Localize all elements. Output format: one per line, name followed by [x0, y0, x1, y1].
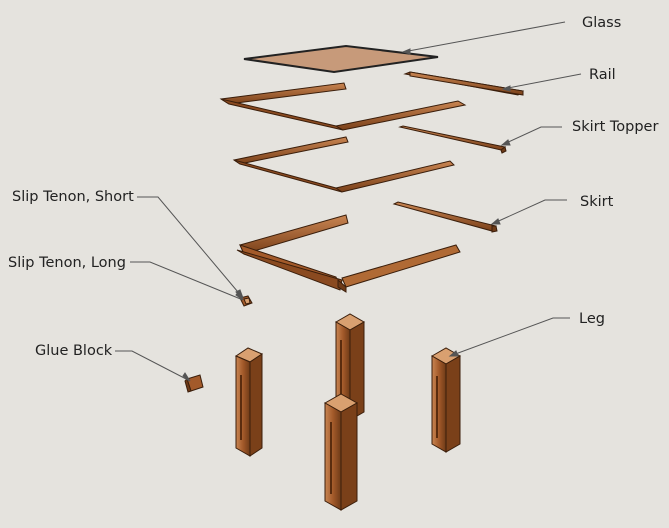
rail-front — [219, 82, 467, 131]
rail-back — [403, 71, 525, 96]
leader-glue-block-arrow — [182, 372, 191, 382]
leg-right — [430, 347, 462, 453]
skirt-back — [392, 201, 498, 233]
label-slip-tenon-long: Slip Tenon, Long — [8, 255, 126, 271]
leader-leg-arrow — [448, 350, 459, 357]
skirt-front — [236, 214, 461, 293]
leader-glass — [402, 21, 566, 53]
label-skirt-topper: Skirt Topper — [572, 119, 659, 135]
skirt-topper-front — [232, 136, 455, 193]
leader-slip-tenon-short — [137, 196, 244, 299]
label-skirt: Skirt — [580, 194, 614, 210]
leader-rail-arrow — [501, 85, 511, 92]
label-slip-tenon-short: Slip Tenon, Short — [12, 189, 134, 205]
leader-glass-arrow — [401, 48, 411, 55]
label-rail: Rail — [589, 67, 616, 83]
leader-skirt-topper — [501, 126, 562, 146]
label-glue-block: Glue Block — [35, 343, 113, 359]
leg-front — [323, 393, 359, 511]
label-leg: Leg — [579, 311, 605, 327]
leader-skirt-arrow — [490, 218, 501, 225]
slip-tenon-part — [239, 295, 253, 307]
leader-leg — [449, 317, 570, 357]
glass-panel — [243, 44, 439, 74]
leader-rail — [502, 73, 582, 90]
leader-slip-tenon-long-arrow — [235, 291, 244, 301]
leader-skirt-topper-arrow — [500, 139, 511, 146]
glue-block-part — [184, 374, 204, 393]
leader-slip-tenon-long — [130, 261, 244, 301]
leg-left — [234, 347, 264, 457]
leader-glue-block — [115, 350, 191, 382]
leader-skirt — [491, 199, 567, 225]
skirt-topper-back — [398, 125, 507, 154]
label-glass: Glass — [582, 15, 622, 31]
